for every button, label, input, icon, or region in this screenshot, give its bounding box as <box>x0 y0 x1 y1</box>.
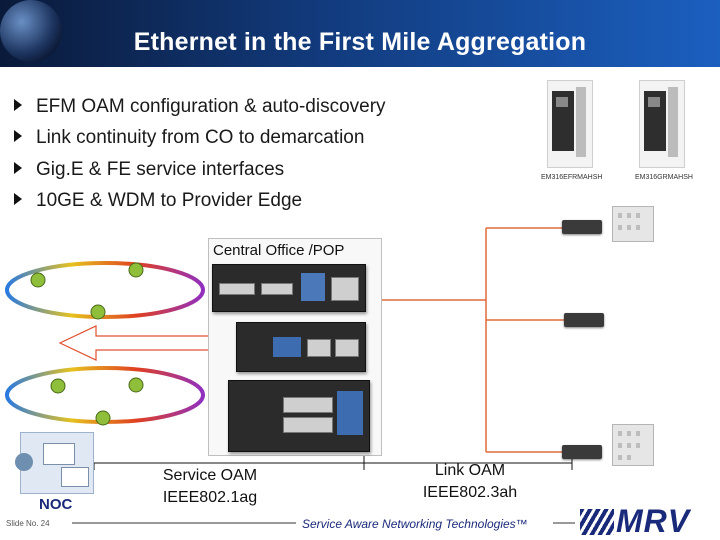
ring-node <box>31 273 45 287</box>
cpe-device <box>562 445 602 459</box>
noc-console-image <box>20 432 94 494</box>
footer-tagline: Service Aware Networking Technologies™ <box>302 517 528 531</box>
ring-node <box>91 305 105 319</box>
slide-number: Slide No. 24 <box>6 519 50 528</box>
ring-node <box>51 379 65 393</box>
logo-text: MRV <box>616 503 690 540</box>
ring-node <box>129 263 143 277</box>
user-icon <box>15 453 33 471</box>
building-icon <box>612 424 654 466</box>
link-oam-label: Link OAM IEEE802.3ah <box>400 460 540 504</box>
ring-upper <box>7 263 203 317</box>
service-oam-label: Service OAM IEEE802.1ag <box>140 465 280 509</box>
arrow-left-icon <box>60 326 228 360</box>
aggregation-chassis-3 <box>228 380 370 452</box>
aggregation-chassis-1 <box>212 264 366 312</box>
cpe-device <box>562 220 602 234</box>
fiber-lines <box>380 228 572 452</box>
central-office-label: Central Office /POP <box>213 242 344 259</box>
mrv-logo: MRV <box>580 505 716 539</box>
ring-node <box>96 411 110 425</box>
building-icon <box>612 206 654 242</box>
ring-node <box>129 378 143 392</box>
aggregation-chassis-2 <box>236 322 366 372</box>
logo-stripes-icon <box>580 509 614 535</box>
cpe-device <box>564 313 604 327</box>
noc-label: NOC <box>39 496 72 513</box>
